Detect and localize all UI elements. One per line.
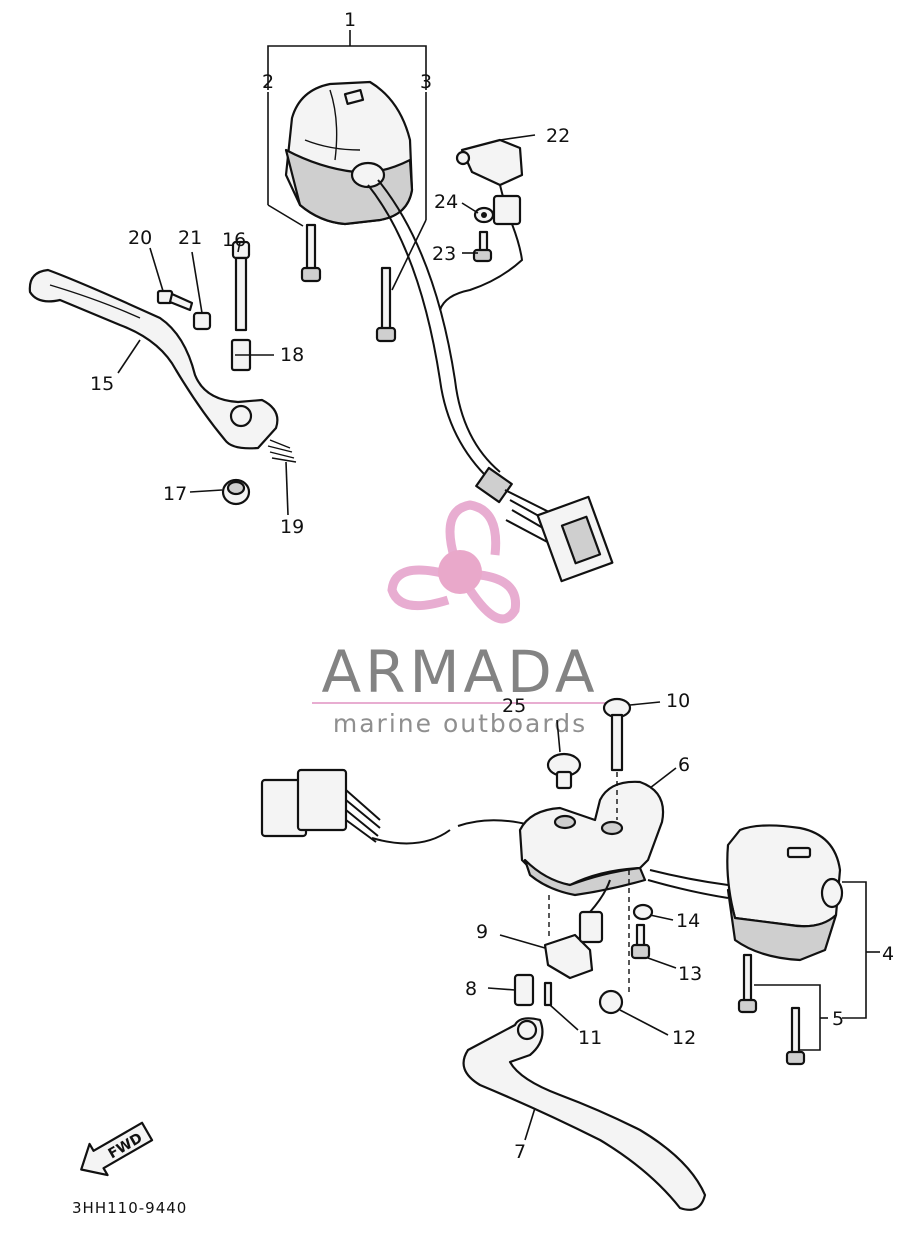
- nut-21: [192, 311, 212, 331]
- callout-13: 13: [678, 963, 702, 985]
- callout-15: 15: [90, 373, 114, 395]
- screw-23: [472, 230, 493, 263]
- callout-11: 11: [578, 1027, 602, 1049]
- callout-21: 21: [178, 227, 202, 249]
- screw-3: [375, 266, 397, 343]
- bolt-10: [602, 697, 632, 772]
- callout-9: 9: [476, 921, 488, 943]
- washer-14: [632, 903, 654, 921]
- callout-bracket-1: [267, 30, 427, 291]
- callout-24: 24: [434, 191, 458, 213]
- screw-5a: [737, 953, 758, 1014]
- brand-tagline: marine outboards: [333, 709, 587, 738]
- upper-connector: [504, 489, 614, 583]
- arrow-left-icon: [80, 1121, 154, 1177]
- screw-11: [543, 981, 553, 1007]
- callout-19: 19: [280, 516, 304, 538]
- callout-5: 5: [832, 1008, 844, 1030]
- callout-6: 6: [678, 754, 690, 776]
- screw-2: [300, 223, 322, 283]
- screw-13: [630, 923, 651, 960]
- callout-25: 25: [502, 695, 526, 717]
- collar-8: [513, 973, 535, 1007]
- callout-10: 10: [666, 690, 690, 712]
- bolt-20: [156, 289, 194, 312]
- callout-18: 18: [280, 344, 304, 366]
- drawing-code: 3HH110-9440: [72, 1199, 187, 1217]
- fwd-direction-badge: FWD: [80, 1121, 154, 1177]
- nut-12: [598, 989, 624, 1015]
- callout-14: 14: [676, 910, 700, 932]
- bracket-4-5: [754, 881, 880, 1051]
- cap-25: [546, 752, 582, 790]
- left-switch-housing: [284, 80, 414, 226]
- callout-7: 7: [514, 1141, 526, 1163]
- callout-22: 22: [546, 125, 570, 147]
- screw-5b: [785, 1006, 806, 1066]
- callout-3: 3: [420, 71, 432, 93]
- clutch-switch-22: [455, 138, 524, 216]
- lower-connector: [260, 768, 531, 845]
- callout-8: 8: [465, 978, 477, 1000]
- lever-holder-6: [518, 780, 665, 897]
- clutch-lever-15: [28, 268, 279, 450]
- brand-name: ARMADA: [321, 638, 598, 706]
- callout-12: 12: [672, 1027, 696, 1049]
- spring-19: [267, 439, 297, 463]
- callout-labels: 1 2 3 22 24 23 20 21 16 18 15 17 19 25 1…: [90, 9, 894, 1163]
- upper-harness: [367, 184, 491, 481]
- washer-24: [473, 206, 495, 224]
- callout-4: 4: [882, 943, 894, 965]
- brake-lever-7: [462, 1017, 707, 1211]
- right-switch-housing-4: [647, 824, 844, 962]
- callout-16: 16: [222, 229, 246, 251]
- callout-23: 23: [432, 243, 456, 265]
- callout-20: 20: [128, 227, 152, 249]
- callout-2: 2: [262, 71, 274, 93]
- brand-logo: ARMADA marine outboards: [312, 500, 608, 738]
- callout-17: 17: [163, 483, 187, 505]
- nut-17: [221, 478, 251, 506]
- harness-grommet: [475, 466, 513, 504]
- switch-connector: [439, 194, 524, 311]
- callout-1: 1: [344, 9, 356, 31]
- pivot-bolt-16: [231, 240, 251, 332]
- brake-switch-9: [543, 879, 611, 980]
- propeller-icon: [387, 500, 521, 624]
- leader-lines: [117, 134, 677, 1141]
